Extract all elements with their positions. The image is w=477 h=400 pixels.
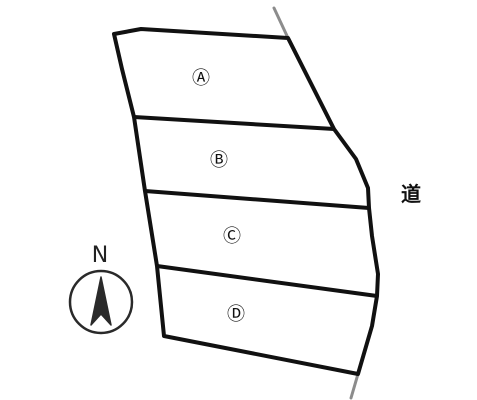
compass-circle: [68, 269, 134, 335]
lot-label-c: Ⓒ: [223, 226, 241, 247]
land-boundary: [112, 27, 380, 376]
divider-c-d: [156, 264, 378, 298]
road-label: 道: [401, 182, 421, 206]
road-edge-top: [272, 6, 290, 40]
road-edge-bottom: [349, 372, 360, 400]
lot-label-d: Ⓓ: [227, 304, 245, 325]
divider-b-c: [144, 189, 370, 210]
lot-dividers: [133, 115, 378, 298]
lot-label-b: Ⓑ: [210, 150, 228, 171]
road-edge: [272, 6, 360, 400]
divider-a-b: [133, 115, 335, 131]
north-label: N: [92, 243, 108, 268]
north-arrow-icon: [90, 276, 112, 326]
lot-label-a: Ⓐ: [192, 68, 210, 89]
north-compass: N: [68, 243, 134, 335]
